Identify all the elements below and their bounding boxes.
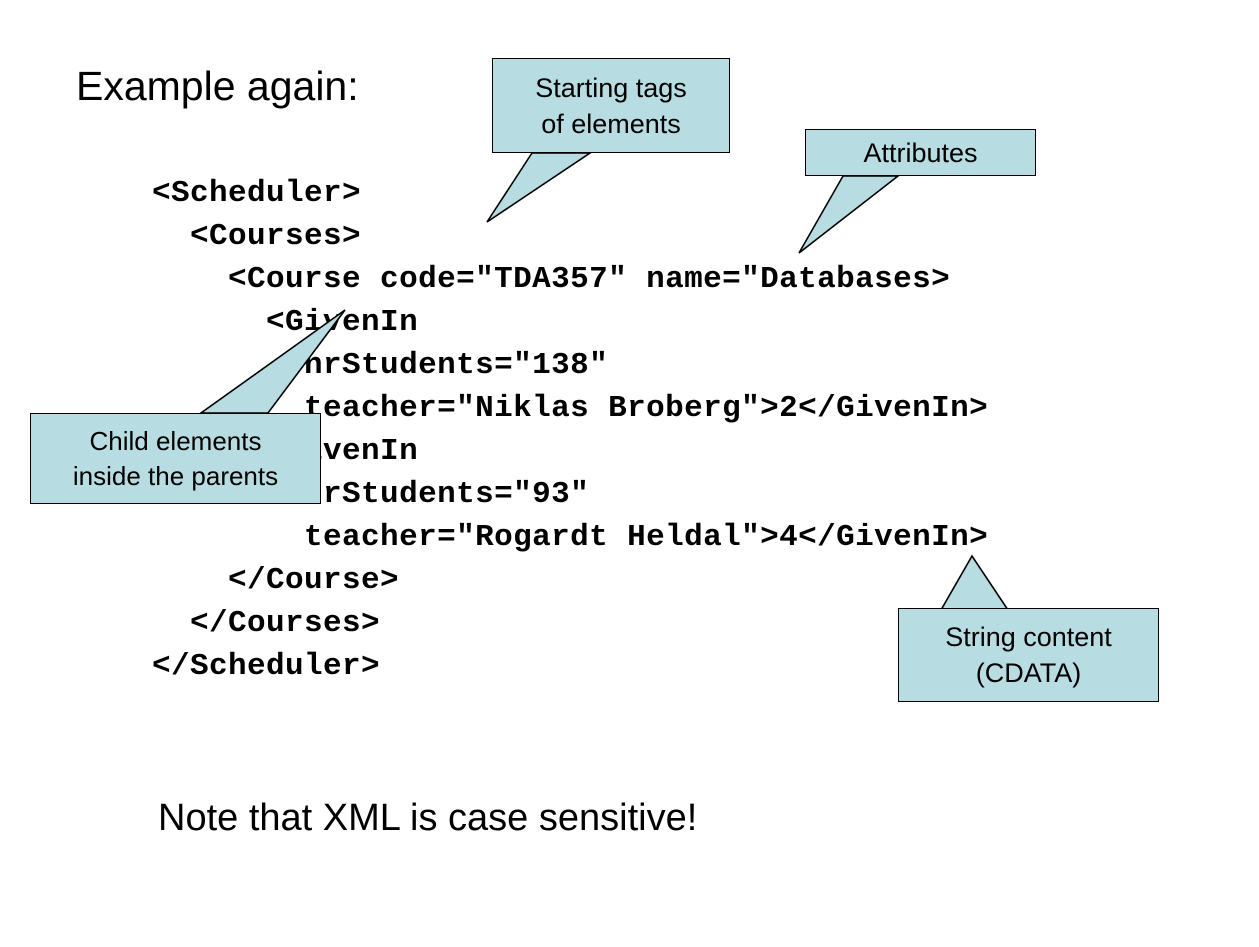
code-line: </Course> — [0, 563, 400, 598]
callout-tail-icon — [486, 152, 593, 223]
callout-tail-icon — [798, 175, 901, 254]
code-line: <Course code=″TDA357″ name=″Databases> — [0, 262, 951, 297]
callout-box: String content (CDATA) — [898, 608, 1159, 702]
callout-box: Starting tags of elements — [492, 58, 730, 153]
code-line: </Courses> — [0, 606, 381, 641]
code-line: nrStudents=″138″ — [304, 348, 609, 383]
code-line: <GivenIn — [0, 305, 419, 340]
xml-code-block: <Scheduler> <Courses> <Course code=″TDA3… — [0, 172, 1259, 688]
code-line: <Scheduler> — [0, 176, 362, 211]
callout-line-1: Child elements — [89, 425, 262, 456]
code-line: teacher=″Rogardt Heldal″>4</GivenIn> — [0, 520, 989, 555]
page-title: Example again: — [76, 63, 359, 109]
slide-footnote: Note that XML is case sensitive! — [158, 797, 698, 839]
callout-tail-icon — [198, 309, 346, 414]
code-line: </Scheduler> — [0, 649, 381, 684]
callout-line-2: inside the parents — [72, 460, 279, 491]
callout-line-1: String content — [945, 622, 1112, 652]
code-line: nrStudents=″93″ — [304, 477, 590, 512]
callout-line-1: Starting tags — [535, 72, 687, 103]
callout-box: Child elements inside the parents — [30, 413, 321, 504]
code-line: <Courses> — [0, 219, 362, 254]
callout-line-2: of elements — [541, 108, 681, 139]
callout-line-1: Attributes — [863, 137, 978, 168]
callout-line-2: (CDATA) — [975, 658, 1082, 688]
callout-box: Attributes — [805, 129, 1036, 176]
code-line: teacher=″Niklas Broberg″>2</GivenIn> — [0, 391, 989, 426]
